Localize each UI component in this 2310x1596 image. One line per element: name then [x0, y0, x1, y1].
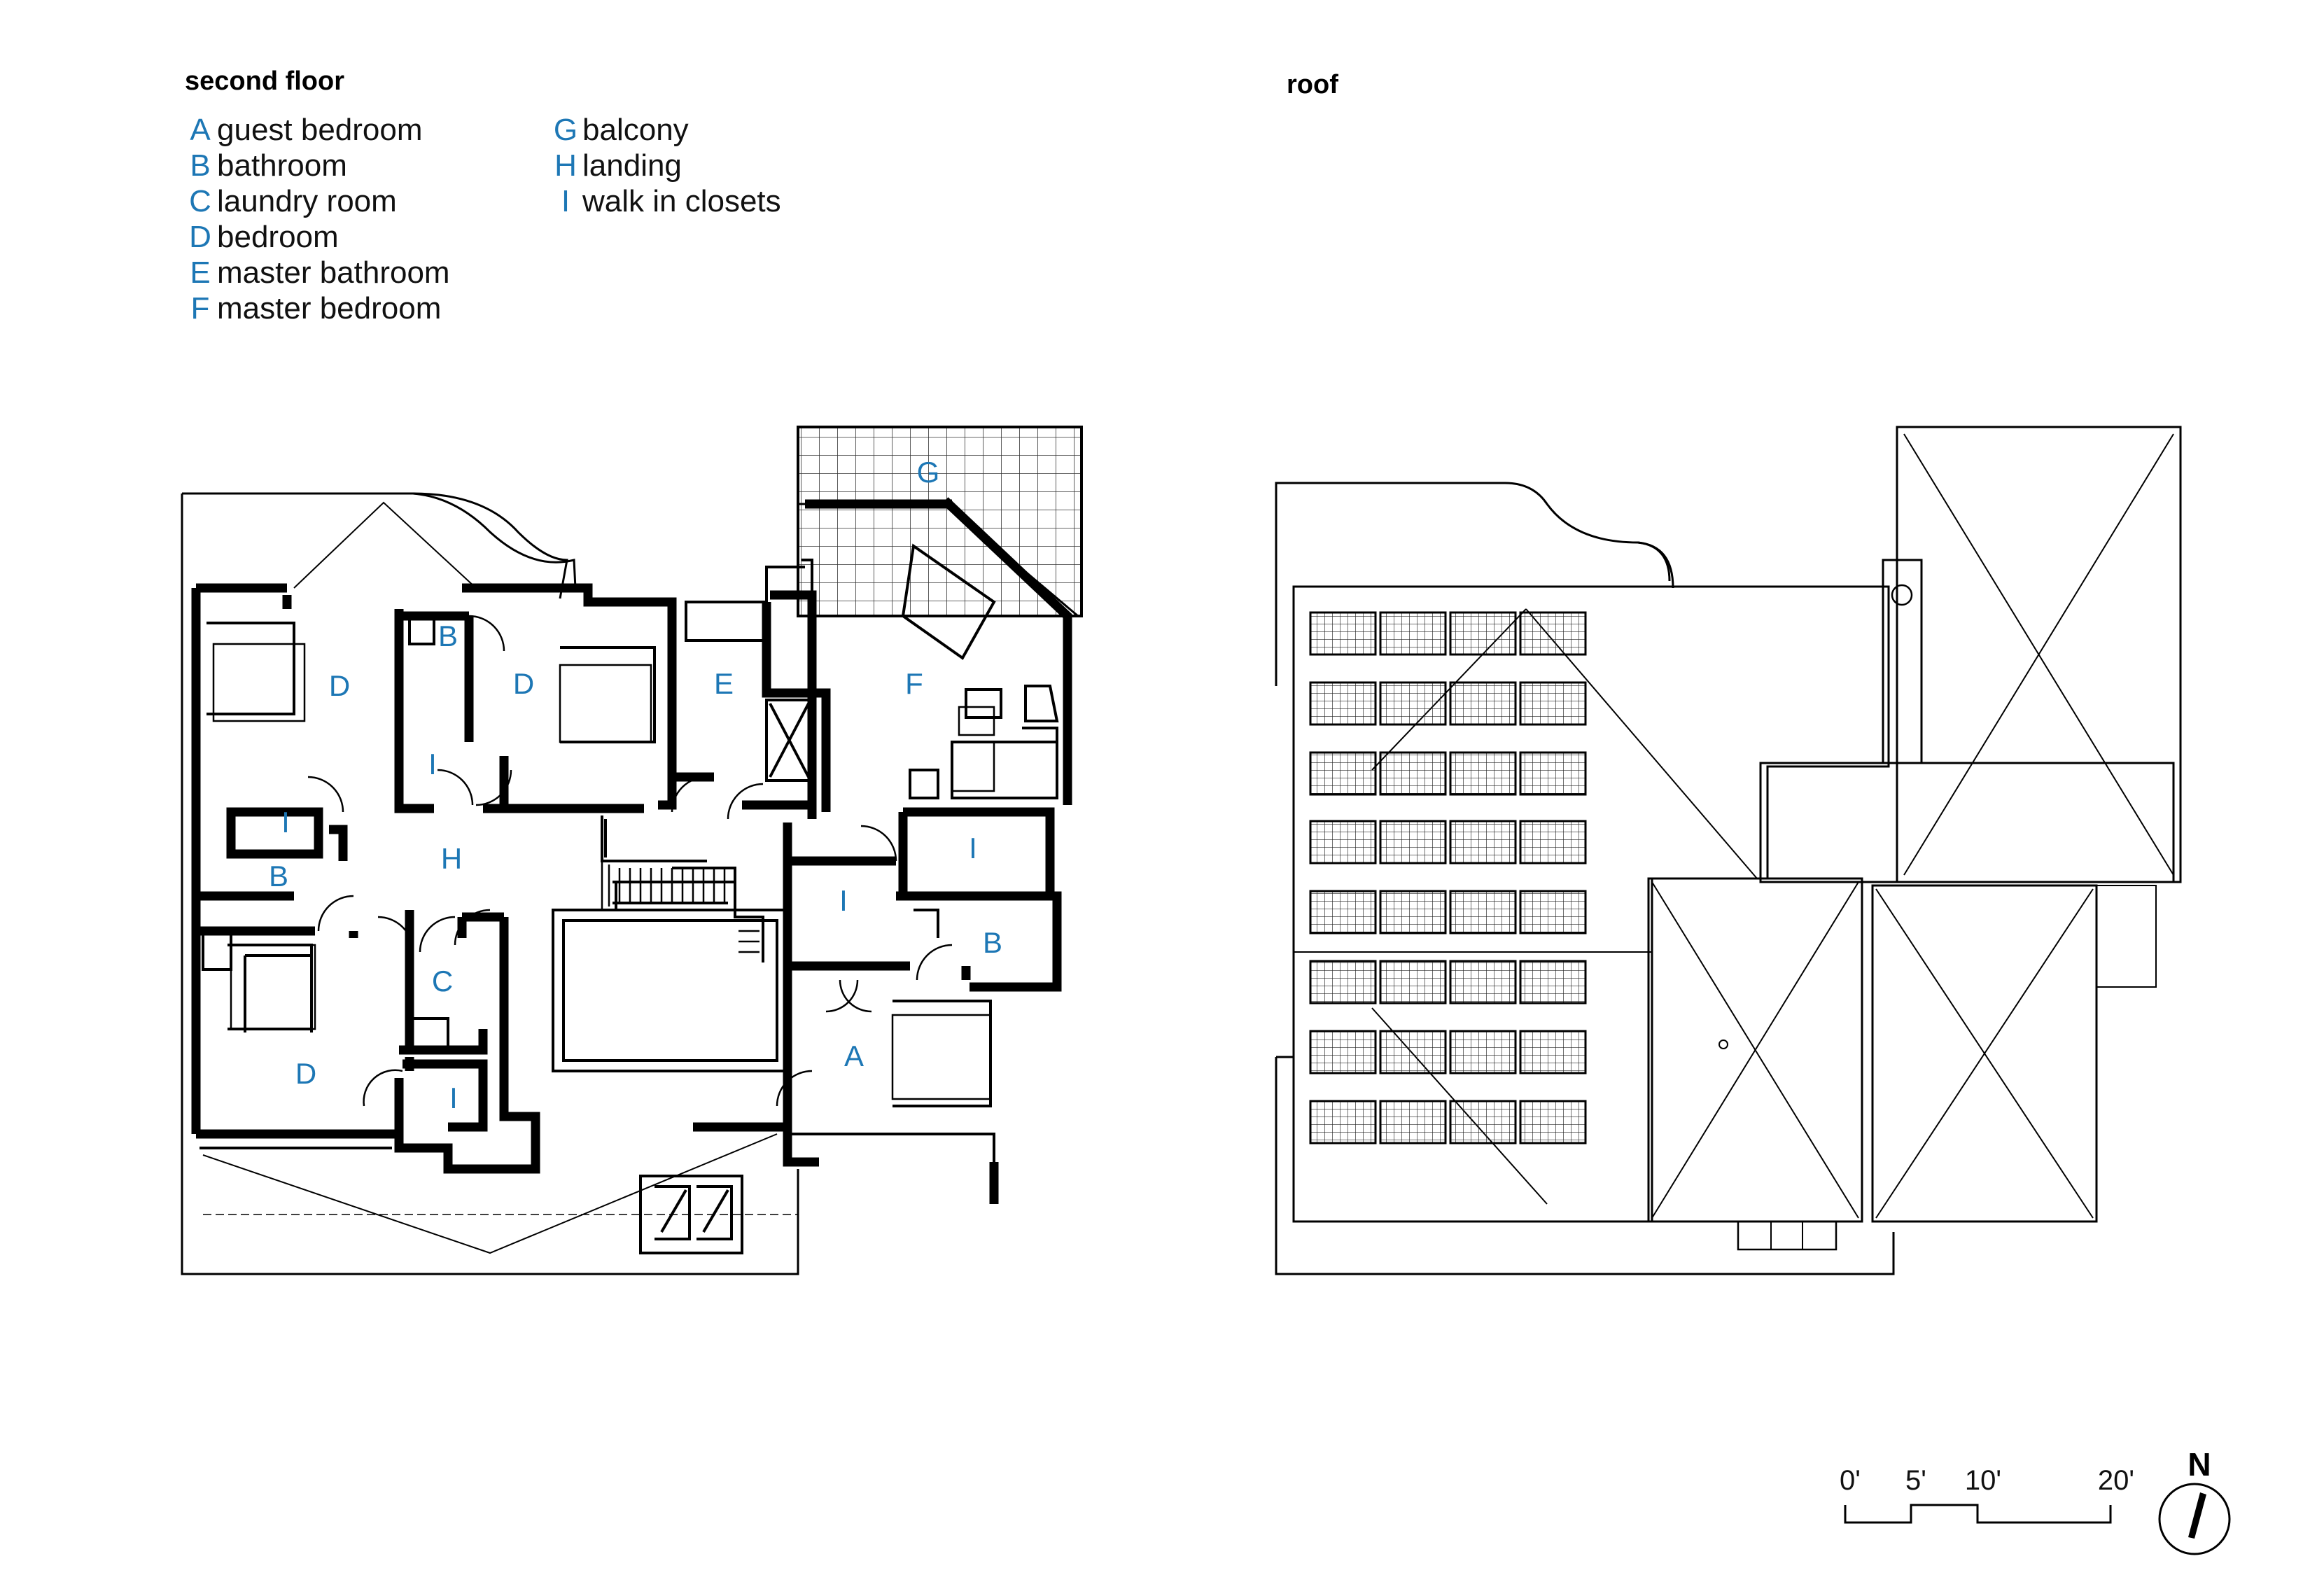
slab-outline — [181, 492, 799, 1275]
room-label: C — [432, 965, 453, 997]
legend-letter: A — [190, 113, 211, 147]
legend-letter: G — [553, 113, 578, 147]
north-arrow-icon: N — [2158, 1446, 2231, 1555]
room-label: E — [714, 667, 734, 700]
south-deck — [202, 1133, 778, 1254]
legend-letter: B — [190, 148, 211, 183]
room-labels: D B D E F G I I H B I I C D I B A — [269, 456, 1002, 1114]
roof-plan — [1275, 426, 2182, 1275]
scale-tick-label: 0' — [1840, 1465, 1861, 1496]
legend-letter: C — [189, 184, 211, 218]
scale-tick-label: 10' — [1965, 1465, 2001, 1496]
room-label: D — [513, 667, 534, 700]
second-floor-title: second floor — [185, 66, 345, 96]
room-label: B — [269, 860, 288, 892]
legend-letter: I — [561, 184, 570, 218]
room-label: B — [438, 620, 458, 652]
second-floor-plan: D B D E F G I I H B I I C D I B A — [181, 426, 1083, 1275]
room-label: I — [428, 748, 437, 780]
room-label: B — [983, 926, 1002, 959]
scale-tick-label: 5' — [1905, 1465, 1926, 1496]
legend-label: guest bedroom — [217, 113, 423, 147]
room-label: I — [281, 806, 290, 839]
legend-label: master bathroom — [217, 255, 450, 290]
legend-label: bedroom — [217, 220, 339, 254]
legend-label: laundry room — [217, 184, 397, 218]
room-label: D — [295, 1057, 316, 1090]
roof-title: roof — [1287, 70, 1338, 99]
room-label: D — [329, 669, 350, 702]
solar-panels — [1309, 611, 1587, 1144]
room-label: I — [449, 1082, 458, 1114]
legend-letter: E — [190, 255, 211, 290]
room-label: A — [844, 1040, 864, 1072]
scale-tick-label: 20' — [2098, 1465, 2134, 1496]
legend-label: landing — [582, 148, 682, 183]
legend-letter: D — [189, 220, 211, 254]
legend-label: master bedroom — [217, 291, 442, 326]
legend-letter: H — [554, 148, 577, 183]
scale-bar: 0' 5' 10' 20' — [1840, 1465, 2134, 1524]
legend-label: walk in closets — [582, 184, 781, 218]
room-label: F — [905, 667, 923, 700]
room-label: G — [917, 456, 940, 489]
room-label: I — [969, 832, 977, 864]
legend-letter: F — [190, 291, 210, 326]
legend-label: balcony — [582, 113, 689, 147]
legend-label: bathroom — [217, 148, 347, 183]
room-label: I — [839, 884, 848, 917]
north-label: N — [2188, 1446, 2211, 1483]
room-label: H — [441, 842, 462, 875]
